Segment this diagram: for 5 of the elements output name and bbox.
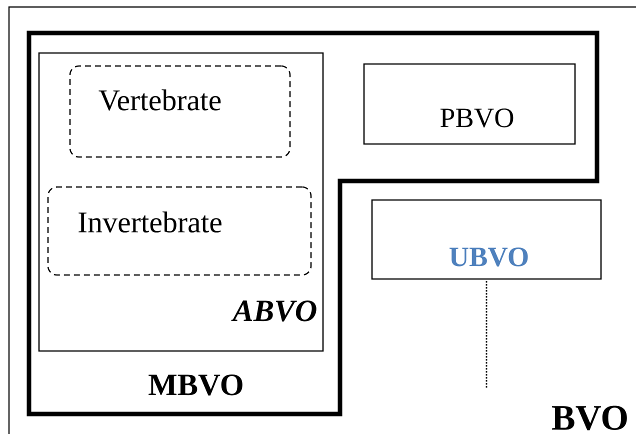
category-box: UBVO	[371, 199, 602, 280]
dashed-box: Vertebrate	[69, 65, 291, 158]
dashed-box: Invertebrate	[47, 186, 312, 276]
leader-line	[486, 280, 488, 388]
category-box: PBVO	[363, 63, 576, 145]
